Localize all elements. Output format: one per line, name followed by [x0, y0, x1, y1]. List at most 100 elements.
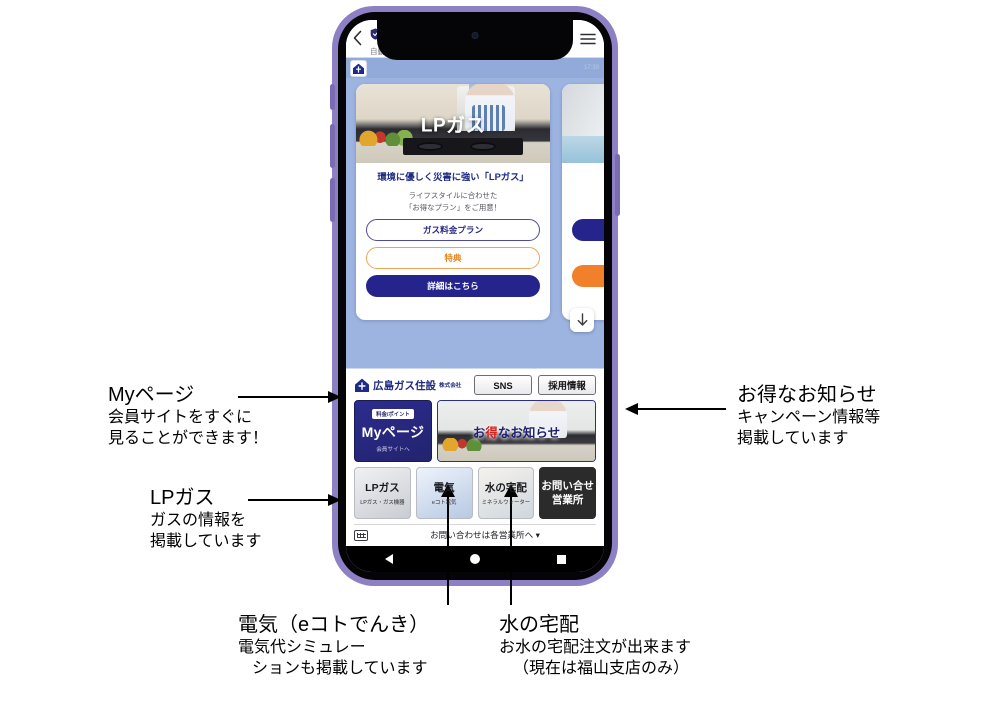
- brand-suffix: 株式会社: [439, 383, 462, 389]
- news-tile-label: お得なお知らせ: [438, 401, 595, 461]
- brand-name: 広島ガス住設: [373, 379, 436, 392]
- promo-card-hero: LPガス: [356, 84, 550, 163]
- annotation-news-line2: 掲載しています: [737, 430, 849, 448]
- site-topbar: 17:39: [346, 58, 604, 78]
- annotation-mizu-line1: お水の宅配注文が出来ます: [499, 639, 692, 656]
- mypage-tile-title: Myページ: [361, 424, 425, 440]
- android-navigation-bar: [346, 546, 604, 572]
- news-label-suffix: なお知らせ: [497, 425, 561, 440]
- phone-volume-down-button[interactable]: [330, 178, 335, 222]
- tile-contact[interactable]: お問い合せ 営業所: [539, 467, 596, 519]
- gas-cooktop-graphic: [402, 137, 523, 156]
- promo-heading: 環境に優しく災害に強い「LPガス」: [377, 172, 529, 182]
- vegetables-graphic: [357, 129, 417, 146]
- keyboard-icon[interactable]: [354, 529, 368, 541]
- android-recents-icon[interactable]: [556, 554, 566, 564]
- site-footer-panel: 広島ガス住設 株式会社 SNS 採用情報 料金/ポイント Myページ 会員サイト…: [346, 368, 604, 546]
- tile-mizu-title: 水の宅配: [484, 482, 527, 494]
- annotation-mizu: 水の宅配 お水の宅配注文が出来ます （現在は福山支店のみ）: [499, 614, 691, 679]
- annotation-lpgas: LPガス ガスの情報を 掲載しています: [150, 487, 262, 552]
- annotation-denki: 電気（eコトでんき） 電気代シミュレー ションも掲載しています: [238, 614, 429, 679]
- apron-graphic: [472, 104, 506, 132]
- annotation-arrow-lpgas: [248, 494, 341, 506]
- online-button[interactable]: オンラ: [572, 265, 604, 288]
- annotation-news-line1: キャンペーン情報等: [737, 409, 881, 426]
- company-logo-icon: [354, 377, 370, 393]
- bathroom-photo: [562, 84, 604, 163]
- tile-mizu-subtitle: ミネラルウォーター: [481, 500, 531, 506]
- front-camera-icon: [471, 32, 479, 39]
- mypage-tile-tag: 料金/ポイント: [372, 409, 414, 419]
- footer-contact-text: お問い合わせは各営業所へ ▾: [430, 530, 540, 540]
- tile-contact-title: お問い合せ 営業所: [541, 479, 594, 506]
- benefits-button[interactable]: 特典: [366, 247, 540, 270]
- annotation-arrow-denki: [441, 484, 455, 605]
- news-label-prefix: お: [472, 425, 486, 440]
- android-home-icon[interactable]: [469, 554, 480, 564]
- promo-description: ライフスタイルに合わせた 「お得なプラン」をご用意！: [404, 191, 502, 212]
- tile-denki[interactable]: 電気 eコト電気: [415, 467, 473, 519]
- footer-contact-bar[interactable]: お問い合わせは各営業所へ ▾: [354, 524, 596, 541]
- tile-lpgas[interactable]: LPガス LPガス・ガス機器: [354, 467, 411, 519]
- news-label-highlight: 得: [485, 425, 498, 440]
- footer-category-tiles: LPガス LPガス・ガス機器 電気 eコト電気 水の宅配 ミネラルウォーター お…: [354, 467, 596, 519]
- tile-denki-subtitle: eコト電気: [431, 500, 457, 506]
- mypage-tile-subtitle: 会員サイトへ: [376, 447, 410, 453]
- promo-card[interactable]: LPガス 環境に優しく災害に強い「LPガス」 ライフスタイルに合わせた 「お得な…: [356, 84, 550, 320]
- promo-note: ＼ 充実: [572, 248, 604, 259]
- tile-lpgas-title: LPガス: [365, 482, 400, 494]
- annotation-arrow-news: [625, 403, 726, 415]
- phone-volume-up-button[interactable]: [330, 124, 335, 168]
- promo-card-hero: リ: [562, 84, 604, 163]
- news-tile-photo: [438, 401, 595, 461]
- footer-brand-row: 広島ガス住設 株式会社 SNS 採用情報: [354, 375, 596, 395]
- phone-mute-button[interactable]: [330, 84, 335, 110]
- tile-lpgas-subtitle: LPガス・ガス機器: [360, 500, 405, 506]
- phone-power-button[interactable]: [615, 154, 620, 216]
- promo-description: 設置か 全: [572, 190, 604, 213]
- details-button[interactable]: [572, 219, 604, 242]
- gas-price-plan-button[interactable]: ガス料金プラン: [366, 219, 540, 242]
- hamburger-menu-icon[interactable]: [580, 32, 596, 50]
- promo-carousel[interactable]: LPガス 環境に優しく災害に強い「LPガス」 ライフスタイルに合わせた 「お得な…: [346, 78, 604, 332]
- details-button[interactable]: 詳細はこちら: [366, 275, 540, 298]
- promo-heading: LPガ: [572, 171, 604, 183]
- promo-card-body: 環境に優しく災害に強い「LPガス」 ライフスタイルに合わせた 「お得なプラン」を…: [356, 163, 550, 298]
- promo-hero-label: リ: [562, 110, 604, 137]
- back-button[interactable]: [352, 25, 370, 51]
- footer-feature-tiles: 料金/ポイント Myページ 会員サイトへ お得なお知らせ: [354, 400, 596, 462]
- annotation-mypage-line2: 見ることができます！: [108, 430, 269, 448]
- annotation-denki-line1: 電気代シミュレー: [238, 639, 366, 656]
- promo-card[interactable]: リ LPガ 設置か 全 ＼ 充実 オンラ: [562, 84, 604, 320]
- hiroshima-gas-jusetsu-logo-icon[interactable]: [350, 59, 367, 77]
- annotation-lpgas-line1: ガスの情報を: [150, 512, 247, 529]
- scroll-down-button[interactable]: [570, 308, 594, 332]
- sns-button[interactable]: SNS: [474, 375, 532, 395]
- status-clock: 17:39: [583, 65, 599, 71]
- recruit-info-button[interactable]: 採用情報: [538, 375, 596, 395]
- annotation-mypage: Myページ 会員サイトをすぐに 見ることができます！: [108, 384, 268, 449]
- annotation-news-title: お得なお知らせ: [737, 384, 877, 406]
- annotation-mypage-line1: 会員サイトをすぐに: [108, 409, 253, 426]
- annotation-news: お得なお知らせ キャンペーン情報等 掲載しています: [737, 384, 880, 449]
- phone-notch: [377, 20, 573, 60]
- annotation-arrow-mizu: [504, 484, 518, 605]
- web-content: 17:39 LPガス 環境に優しく災害に強い「LPガス」: [346, 58, 604, 546]
- promo-hero-label: LPガス: [420, 115, 486, 136]
- annotation-denki-line2: ションも掲載しています: [252, 660, 428, 678]
- annotation-lpgas-title: LPガス: [150, 487, 215, 509]
- promo-card-body: LPガ 設置か 全 ＼ 充実 オンラ: [562, 163, 604, 288]
- annotation-mypage-title: Myページ: [108, 384, 195, 406]
- annotation-arrow-mypage: [238, 391, 341, 403]
- annotation-denki-title: 電気（eコトでんき）: [238, 614, 430, 636]
- brand-lockup[interactable]: 広島ガス住設 株式会社: [354, 377, 468, 393]
- mypage-tile[interactable]: 料金/ポイント Myページ 会員サイトへ: [354, 400, 432, 462]
- annotation-lpgas-line2: 掲載しています: [150, 533, 262, 551]
- annotation-mizu-title: 水の宅配: [499, 614, 579, 636]
- annotation-mizu-line2: （現在は福山支店のみ）: [513, 660, 690, 678]
- tile-mizu[interactable]: 水の宅配 ミネラルウォーター: [477, 467, 535, 519]
- news-tile[interactable]: お得なお知らせ: [437, 400, 596, 462]
- android-back-icon[interactable]: [384, 554, 393, 564]
